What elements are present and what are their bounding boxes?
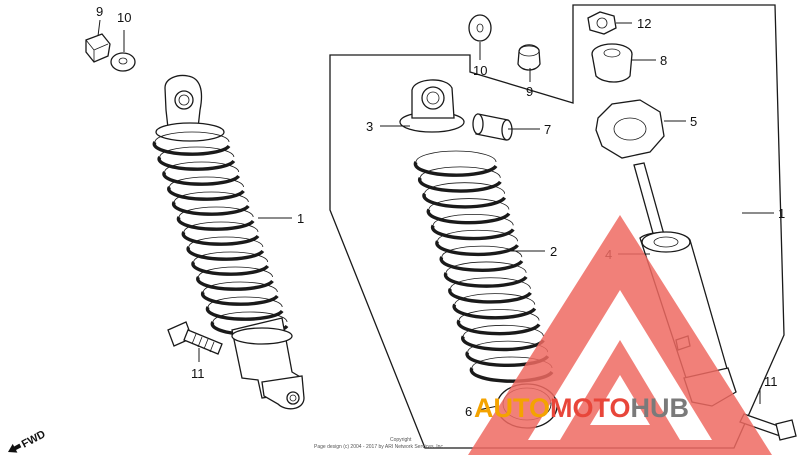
spring-coil-back: [154, 131, 230, 143]
callout-right-8: 8: [660, 53, 667, 68]
spring-coil-front: [152, 140, 231, 156]
exploded-view-outline: [329, 4, 785, 449]
spring-coil-front: [157, 155, 236, 171]
callout-left-1: 1: [297, 211, 304, 226]
spring-coil-back: [164, 161, 240, 173]
spring-coil-front: [162, 170, 241, 186]
spring-coil-front: [176, 215, 255, 231]
spring-coil-back: [441, 245, 523, 258]
copyright-line-1: Copyright: [390, 437, 412, 443]
left-cap-nut: [85, 33, 111, 63]
callout-right-5: 5: [690, 114, 697, 129]
spring-coil-back: [450, 277, 531, 289]
left-mounting-bolt: [167, 321, 223, 355]
spring-coil-back: [202, 281, 278, 293]
spring-coil-back: [462, 324, 544, 337]
spring-coil-back: [454, 293, 536, 305]
spring-coil-back: [428, 198, 510, 210]
spring-coil-front: [186, 245, 265, 261]
spring-coil-back: [212, 311, 288, 323]
shock-spring-coils: [413, 150, 554, 383]
spring-coil-front: [205, 305, 284, 321]
callout-left-11: 11: [191, 366, 205, 381]
left-washer: [110, 52, 136, 72]
spring-coil-back: [173, 191, 249, 203]
watermark-part-hub: HUB: [631, 393, 690, 423]
right-washer: [468, 14, 492, 42]
callout-right-7: 7: [544, 122, 551, 137]
lock-nut: [587, 11, 617, 35]
spring-coil-front: [191, 260, 270, 276]
assembled-shock-absorber: [152, 74, 305, 410]
assembled-spring-coils: [152, 131, 289, 336]
spring-coil-front: [200, 290, 279, 306]
callout-right-10: 10: [473, 63, 487, 78]
watermark-part-moto: MOTO: [550, 393, 631, 423]
spring-coil-back: [432, 213, 514, 226]
spring-coil-back: [188, 236, 264, 248]
spring-collar: [472, 113, 513, 141]
spring-coil-back: [159, 146, 235, 158]
spring-coil-back: [445, 261, 527, 273]
lower-mount-hole: [286, 391, 300, 405]
spring-adjuster: [595, 99, 665, 159]
callout-right-2: 2: [550, 244, 557, 259]
spring-coil-front: [181, 230, 260, 246]
upper-mount-hole: [174, 90, 194, 110]
spring-coil-front: [167, 185, 245, 201]
lower-mount: [261, 375, 305, 410]
right-cap-nut: [517, 44, 541, 71]
right-mounting-bolt: [739, 413, 797, 441]
spring-coil-back: [178, 206, 254, 218]
copyright-line-2: Page design (c) 2004 - 2017 by ARI Netwo…: [314, 444, 444, 450]
spring-coil-back: [437, 229, 518, 242]
callout-right-1: 1: [778, 206, 785, 221]
spring-coil-back: [198, 266, 273, 278]
spring-coil-back: [415, 150, 497, 163]
callout-right-11: 11: [764, 374, 778, 389]
spring-upper-seat: [399, 79, 465, 133]
spring-coil-back: [193, 251, 269, 263]
forward-arrow-icon: [8, 443, 22, 453]
spring-coil-front: [196, 275, 274, 291]
callout-right-9: 9: [526, 84, 533, 99]
fwd-label: FWD: [20, 428, 48, 450]
callout-left-10: 10: [117, 10, 131, 25]
callout-right-12: 12: [637, 16, 651, 31]
callout-right-6: 6: [465, 404, 472, 419]
spring-coil-back: [169, 176, 244, 188]
spring-coil-back: [183, 221, 259, 233]
watermark-part-auto: AUTO: [474, 393, 550, 423]
spring-coil-back: [458, 309, 540, 321]
callout-left-9: 9: [96, 4, 103, 19]
spring-coil-front: [171, 200, 250, 216]
upper-rubber-bushing: [591, 43, 633, 83]
spring-coil-back: [207, 296, 283, 308]
watermark-text: AUTOMOTOHUB: [474, 393, 689, 423]
automotohub-watermark: AUTOMOTOHUB: [468, 215, 772, 455]
callout-right-3: 3: [366, 119, 373, 134]
spring-coil-back: [419, 166, 501, 178]
spring-coil-back: [424, 182, 506, 194]
watermark-triangle-logo: [468, 215, 772, 455]
forward-direction-indicator: FWD: [8, 428, 48, 453]
